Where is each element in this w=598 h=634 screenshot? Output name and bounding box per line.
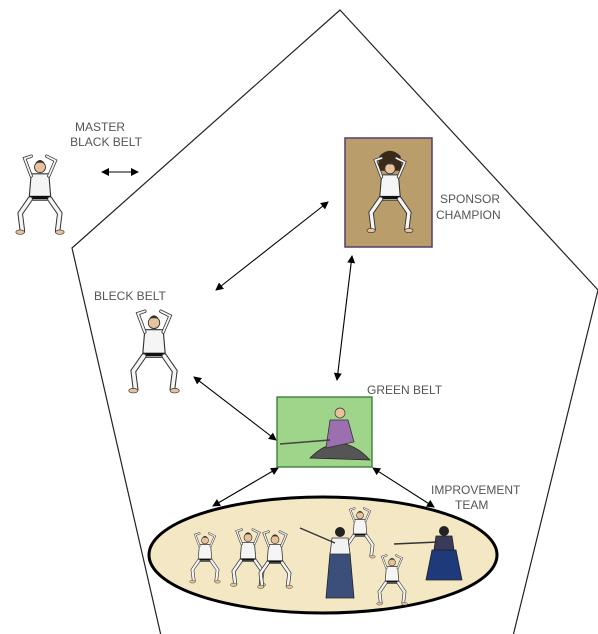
team-label-line1: IMPROVEMENT [431, 483, 521, 497]
team-fighters-icon [187, 506, 463, 607]
connector-arrows [101, 168, 435, 508]
sponsor-label-line1: SPONSOR [440, 192, 500, 206]
arrow-team-green-left [212, 467, 279, 507]
arrow-team-green-right [372, 467, 435, 508]
sponsor-label-line2: CHAMPION [436, 208, 501, 222]
pentagon-outline [71, 9, 598, 634]
kendo-fighter-icon [393, 526, 463, 581]
kneeling-swordsman-icon [279, 407, 371, 461]
master-label-line1: MASTER [75, 120, 125, 134]
arrow-bleck-green [193, 376, 277, 441]
kendo-fighter-icon [299, 527, 355, 599]
master-fighter-icon [16, 156, 64, 234]
master-label-line2: BLACK BELT [70, 135, 142, 149]
arrow-bleck-sponsor [215, 201, 329, 291]
arrow-sponsor-green [333, 255, 356, 381]
bleck-belt-label: BLECK BELT [94, 289, 166, 303]
green-belt-label: GREEN BELT [367, 383, 443, 397]
team-label-line2: TEAM [455, 498, 488, 512]
sponsor-champion-icon [367, 150, 413, 233]
bleck-fighter-icon [129, 311, 180, 393]
